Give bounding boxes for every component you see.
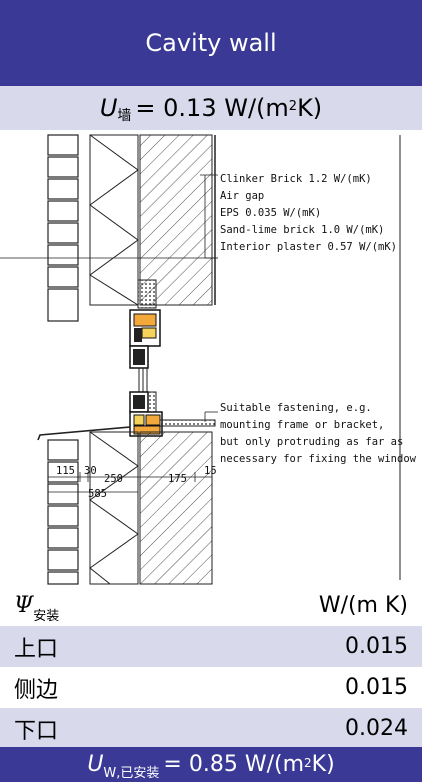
dim-30: 30 [84, 465, 97, 477]
uw-exponent: 2 [304, 755, 312, 770]
clinker-brick-upper [47, 134, 79, 322]
psi-symbol: Ψ安装 [14, 593, 59, 624]
psi-row-bottom: 下口 0.024 [0, 708, 422, 749]
sill-strip [159, 419, 216, 427]
section-drawing: Clinker Brick 1.2 W/(mK) Air gap EPS 0.0… [0, 130, 422, 585]
eps-lower [89, 431, 139, 585]
u-value-text: = 0.13 W/(m [135, 94, 289, 122]
dim-115: 115 [56, 465, 75, 477]
psi-row-value: 0.015 [345, 634, 408, 659]
clinker-brick-lower [47, 439, 79, 585]
layer-label: Clinker Brick 1.2 W/(mK) [220, 173, 372, 185]
uw-value-text: = 0.85 W/(m [163, 752, 305, 777]
fastening-line: mounting frame or bracket, [220, 419, 384, 431]
glass-pane [138, 368, 148, 392]
psi-row-value: 0.015 [345, 675, 408, 700]
psi-row-side: 侧边 0.015 [0, 667, 422, 708]
psi-unit: W/(m K) [318, 593, 408, 618]
page-title: Cavity wall [145, 29, 277, 57]
psi-row-value: 0.024 [345, 716, 408, 741]
plaster-fill [137, 279, 157, 309]
dim-250: 250 [104, 473, 123, 485]
fastening-line: Suitable fastening, e.g. [220, 402, 372, 414]
layer-label: Sand-lime brick 1.0 W/(mK) [220, 224, 384, 236]
window-frame-lower [129, 391, 163, 437]
eps-upper [89, 134, 139, 306]
dim-585: 585 [88, 488, 107, 500]
psi-header: Ψ安装 W/(m K) [0, 585, 422, 626]
layer-leaders [0, 174, 218, 259]
fastening-line: but only protruding as far as [220, 436, 403, 448]
psi-row-label: 上口 [14, 636, 59, 662]
layer-label: Interior plaster 0.57 W/(mK) [220, 241, 397, 253]
u-unit-close: K) [297, 94, 323, 122]
u-exponent: 2 [288, 98, 298, 114]
psi-row-label: 下口 [14, 718, 59, 744]
layer-label: Air gap [220, 190, 264, 202]
psi-row-label: 侧边 [14, 677, 59, 703]
window-frame-upper [129, 309, 161, 369]
dim-175: 175 [168, 473, 187, 485]
psi-subscript: 安装 [33, 609, 60, 624]
psi-row-top: 上口 0.015 [0, 626, 422, 667]
sand-lime-upper [139, 134, 213, 306]
u-subscript: 墙 [117, 108, 132, 124]
wall-section-svg: Clinker Brick 1.2 W/(mK) Air gap EPS 0.0… [0, 134, 417, 585]
psi-letter: Ψ [14, 593, 34, 618]
layer-label: EPS 0.035 W/(mK) [220, 207, 321, 219]
fastening-note: Suitable fastening, e.g. mounting frame … [220, 402, 417, 465]
outer-sill [37, 426, 131, 441]
title-bar: Cavity wall [0, 0, 422, 86]
dimension-labels: 115 30 250 175 15 585 [56, 465, 217, 500]
uw-unit-close: K) [311, 752, 335, 777]
uw-subscript: W,已安装 [103, 766, 160, 781]
layer-labels: Clinker Brick 1.2 W/(mK) Air gap EPS 0.0… [220, 173, 397, 253]
sand-lime-lower [139, 431, 213, 585]
dimension-lines [47, 472, 213, 496]
fastening-line: necessary for fixing the window [220, 453, 417, 465]
uw-symbol: U [87, 752, 104, 777]
dim-15: 15 [204, 465, 217, 477]
u-symbol: U [99, 94, 118, 122]
